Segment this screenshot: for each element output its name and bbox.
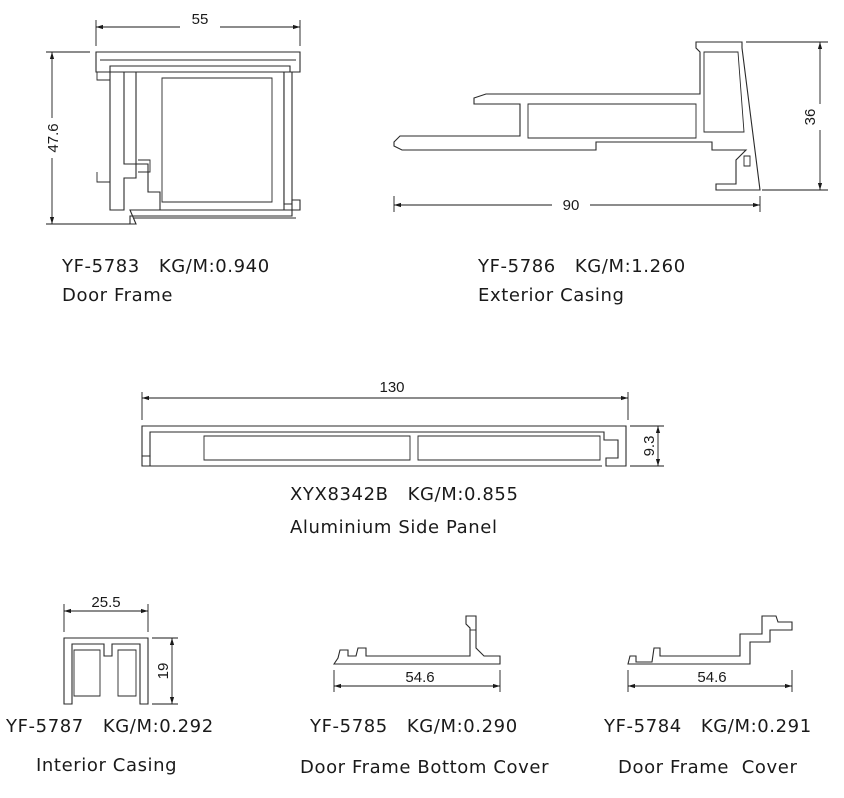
profile-weight: KG/M:0.290 [406,716,518,737]
frame-cover-width-dim: 54.6 [697,669,726,686]
door-frame-width-dim: 55 [192,11,209,28]
exterior-casing-width-dim: 90 [563,197,580,214]
door-frame-drawing: 55 47.6 [42,10,301,225]
profile-name: Aluminium Side Panel [290,517,498,538]
profile-code-weight: YF-5785 KG/M:0.290 [310,716,518,737]
exterior-casing-height-dim: 36 [802,109,819,126]
side-panel-width-dim: 130 [379,379,404,396]
interior-casing-width-dim: 25.5 [91,594,120,611]
profile-code: YF-5785 [310,716,388,737]
profile-code-weight: YF-5787 KG/M:0.292 [6,716,214,737]
profile-code: YF-5783 [62,256,140,277]
profile-code: YF-5787 [6,716,84,737]
profile-name: Door Frame [62,285,174,306]
profile-name: Door Frame Cover [618,757,798,778]
bottom-cover-width-dim: 54.6 [405,669,434,686]
profile-weight: KG/M:0.855 [407,484,519,505]
profile-name: Interior Casing [36,755,178,776]
side-panel-drawing: 130 9.3 [141,378,664,467]
profile-code: YF-5786 [478,256,556,277]
profile-weight: KG/M:0.292 [102,716,214,737]
profile-name: Door Frame Bottom Cover [300,757,550,778]
profile-code-weight: YF-5784 KG/M:0.291 [604,716,812,737]
interior-casing-height-dim: 19 [155,663,172,680]
profile-code-weight: YF-5783 KG/M:0.940 [62,256,270,277]
profile-code: YF-5784 [604,716,682,737]
frame-cover-drawing: 54.6 [627,615,793,692]
bottom-cover-drawing: 54.6 [332,615,501,692]
exterior-casing-drawing: 36 90 [393,41,832,214]
profile-code-weight: YF-5786 KG/M:1.260 [478,256,686,277]
profile-weight: KG/M:0.291 [700,716,812,737]
profile-code: XYX8342B [290,484,389,505]
profile-weight: KG/M:0.940 [158,256,270,277]
profile-code-weight: XYX8342B KG/M:0.855 [290,484,519,505]
side-panel-height-dim: 9.3 [641,436,658,457]
profile-name: Exterior Casing [478,285,625,306]
door-frame-height-dim: 47.6 [45,123,62,152]
interior-casing-drawing: 25.5 19 [63,594,178,705]
profile-weight: KG/M:1.260 [574,256,686,277]
